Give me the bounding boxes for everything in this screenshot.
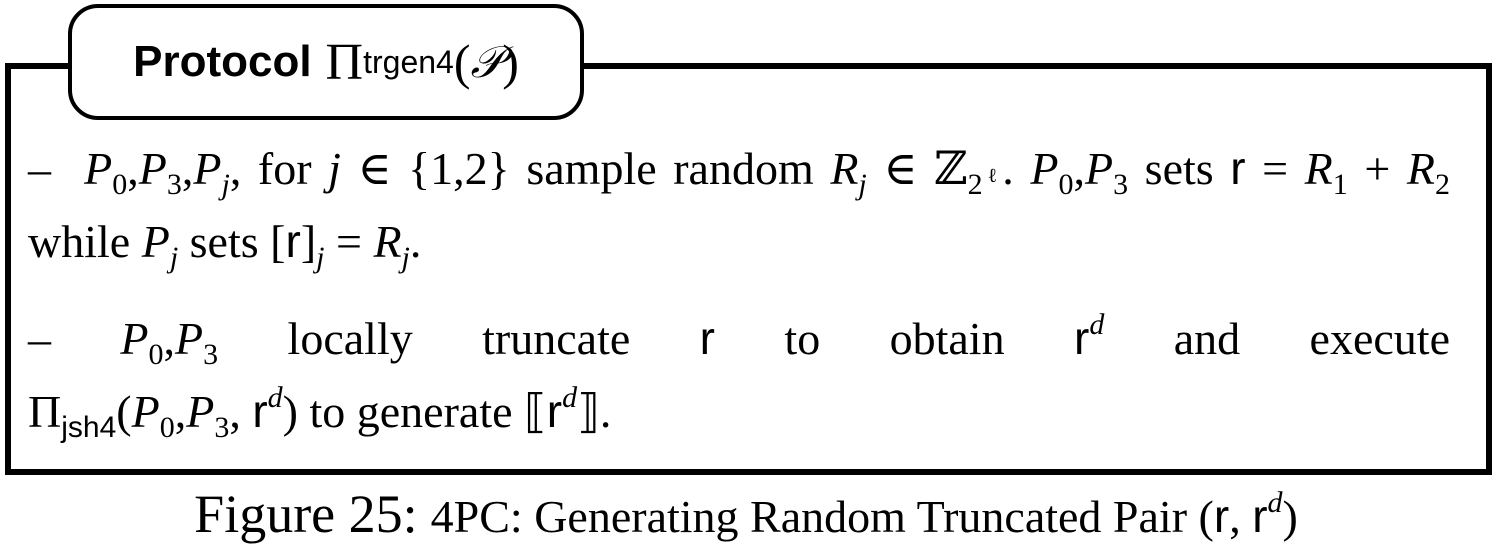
protocol-open-paren: ( — [453, 34, 471, 90]
figure-label: Figure 25: — [194, 484, 418, 544]
step-2-bullet: – — [28, 313, 51, 364]
figure-caption: Figure 25: 4PC: Generating Random Trunca… — [0, 478, 1492, 553]
figure-caption-text: 4PC: Generating Random Truncated Pair (r… — [430, 486, 1298, 543]
protocol-subscript: trgen4 — [363, 43, 454, 80]
protocol-step-1: – P0,P3,Pj, for j ∈ {1,2} sample random … — [28, 141, 1450, 274]
protocol-close-paren: ) — [502, 34, 519, 90]
protocol-title-tab: Protocol Π trgen4 ( 𝒫 ) — [68, 4, 584, 120]
protocol-word: Protocol — [133, 37, 312, 86]
protocol-argument: 𝒫 — [470, 36, 503, 88]
protocol-box — [5, 63, 1492, 475]
step-1-bullet: – — [28, 143, 51, 194]
protocol-step-2: – P0,P3 locally truncate r to obtain rd … — [28, 308, 1450, 444]
protocol-pi-symbol: Π — [325, 33, 364, 91]
